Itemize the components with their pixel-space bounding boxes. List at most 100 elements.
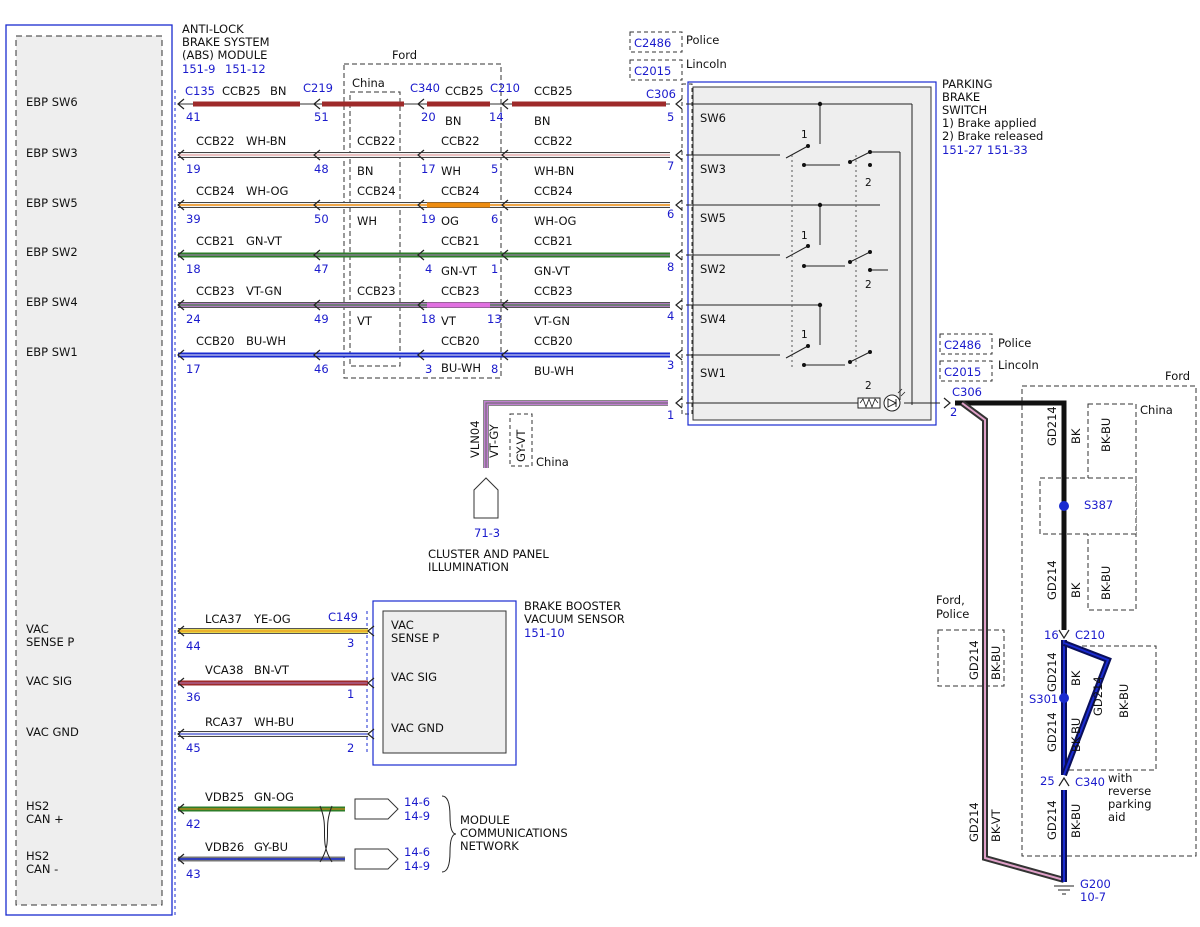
c210-label[interactable]: C210 (1075, 628, 1105, 642)
parking-ref-link[interactable]: 151-33 (987, 143, 1028, 157)
can-ref-link[interactable]: 14-9 (404, 809, 430, 823)
c2486-label[interactable]: C2486 (944, 338, 981, 352)
switch-terminal: SW4 (700, 312, 726, 326)
pin-number: 18 (421, 312, 436, 326)
abs-pin-label: EBP SW1 (26, 345, 78, 359)
c2015-label[interactable]: C2015 (944, 365, 981, 379)
circuit-id: GD214 (1045, 560, 1059, 600)
abs-ref-link[interactable]: 151-12 (225, 62, 266, 76)
pin-number: 45 (186, 741, 201, 755)
circuit-id: GD214 (1045, 712, 1059, 752)
circuit-id: RCA37 (205, 715, 243, 729)
pin-number: 7 (667, 159, 674, 173)
abs-module-outline (5, 24, 173, 916)
c219-label[interactable]: C219 (303, 81, 333, 95)
pin-number: 4 (667, 309, 674, 323)
can-ref-link[interactable]: 14-9 (404, 859, 430, 873)
c149-label[interactable]: C149 (328, 610, 358, 624)
c340-label[interactable]: C340 (410, 81, 440, 95)
wire-color: BK-BU (1069, 804, 1083, 838)
circuit-row-sw2: CCB21 GN-VT 18 47 CCB21 GN-VT 4 1 CCB21 … (178, 234, 674, 278)
abs-pin-label: VAC (26, 622, 49, 636)
arrow-sw3-abs (177, 149, 185, 161)
arrow-sw6-abs (177, 98, 185, 110)
circuit-id: CCB25 (445, 84, 484, 98)
wire-color: BU-WH (441, 361, 481, 375)
c340-label[interactable]: C340 (1075, 775, 1105, 789)
circuit-id: CCB21 (441, 234, 480, 248)
sensor-pin-label: VAC (391, 618, 414, 632)
c2015-label[interactable]: C2015 (634, 64, 671, 78)
arrow-c219 (313, 299, 321, 311)
circuit-id: GD214 (967, 802, 981, 842)
illumination-ref-link[interactable]: 71-3 (474, 526, 500, 540)
ford-police-box (937, 629, 1005, 687)
pin-number: 6 (491, 212, 498, 226)
china-label: China (352, 76, 385, 90)
wire-color: WH-OG (534, 214, 576, 228)
pin-number: 6 (667, 207, 674, 221)
circuit-id: CCB20 (534, 334, 573, 348)
arrow-sw1-abs (177, 349, 185, 361)
pin-number: 5 (491, 162, 498, 176)
circuit-id: CCB24 (534, 184, 573, 198)
reverse-aid-wire-stripe (1063, 642, 1110, 776)
arrow-c306 (675, 249, 683, 261)
pin-number: 50 (314, 212, 329, 226)
ford-police-label: Police (936, 607, 969, 621)
abs-pin-label: EBP SW2 (26, 245, 78, 259)
wire-color: WH-BN (246, 134, 286, 148)
arrow-c340 (417, 149, 425, 161)
abs-ref-link[interactable]: 151-9 (182, 62, 215, 76)
vacuum-ref-link[interactable]: 151-10 (524, 626, 565, 640)
pin-number: 3 (347, 636, 354, 650)
wire-color: BK-BU (1099, 566, 1113, 600)
c306-label[interactable]: C306 (646, 87, 676, 101)
switch-internal-wiring (686, 103, 940, 405)
s301-label[interactable]: S301 (1029, 692, 1058, 706)
circuit-id: CCB23 (357, 284, 396, 298)
wire-color: GY-VT (514, 429, 528, 462)
reverse-aid-label: with (1108, 771, 1132, 785)
g200-label[interactable]: G200 (1080, 877, 1111, 891)
c210-label[interactable]: C210 (490, 81, 520, 95)
wire-color: BK-BU (1099, 418, 1113, 452)
c306-label[interactable]: C306 (952, 385, 982, 399)
can-ref-link[interactable]: 14-6 (404, 845, 430, 859)
circuit-id: VCA38 (205, 663, 243, 677)
wire-color: VT (357, 314, 373, 328)
illumination-branch: 1 VLN04 VT-GY GY-VT China 71-3 CLUSTER A… (428, 400, 674, 574)
circuit-id: CCB24 (357, 184, 396, 198)
abs-pin-label: SENSE P (26, 635, 74, 649)
illumination-label: ILLUMINATION (428, 560, 509, 574)
g200-ref-link[interactable]: 10-7 (1080, 890, 1106, 904)
circuit-id: CCB23 (534, 284, 573, 298)
circuit-id: CCB23 (196, 284, 235, 298)
circuit-row-sw4: CCB23 VT-GN 24 49 CCB23 VT CCB23 VT 18 1… (178, 284, 674, 328)
reverse-aid-label: reverse (1108, 784, 1151, 798)
switch-contacts (802, 101, 872, 367)
wire-color: BU-WH (246, 334, 286, 348)
arrow-c340 (417, 349, 425, 361)
pin-number: 43 (186, 867, 201, 881)
parking-ref-link[interactable]: 151-27 (942, 143, 983, 157)
can-minus-arrow (354, 848, 399, 870)
parking-switch-outline (687, 81, 937, 426)
abs-pin-label: CAN - (26, 862, 58, 876)
arrow-c340 (417, 299, 425, 311)
switch-terminal: SW2 (700, 262, 726, 276)
can-ref-link[interactable]: 14-6 (404, 795, 430, 809)
twisted-pair-icon (319, 805, 333, 863)
reverse-aid-label: aid (1108, 810, 1126, 824)
china-label: China (1140, 403, 1173, 417)
wire-color: GY-BU (254, 840, 288, 854)
arrow-sw5-abs (177, 199, 185, 211)
wire-color: WH-BU (254, 715, 294, 729)
s387-label[interactable]: S387 (1084, 498, 1113, 512)
abs-pin-label: VAC GND (26, 725, 79, 739)
c2486-label[interactable]: C2486 (634, 36, 671, 50)
c135-label[interactable]: C135 (185, 84, 215, 98)
arrow-c219 (313, 199, 321, 211)
reverse-aid-box (1065, 645, 1157, 771)
abs-pin-label: HS2 (26, 849, 49, 863)
